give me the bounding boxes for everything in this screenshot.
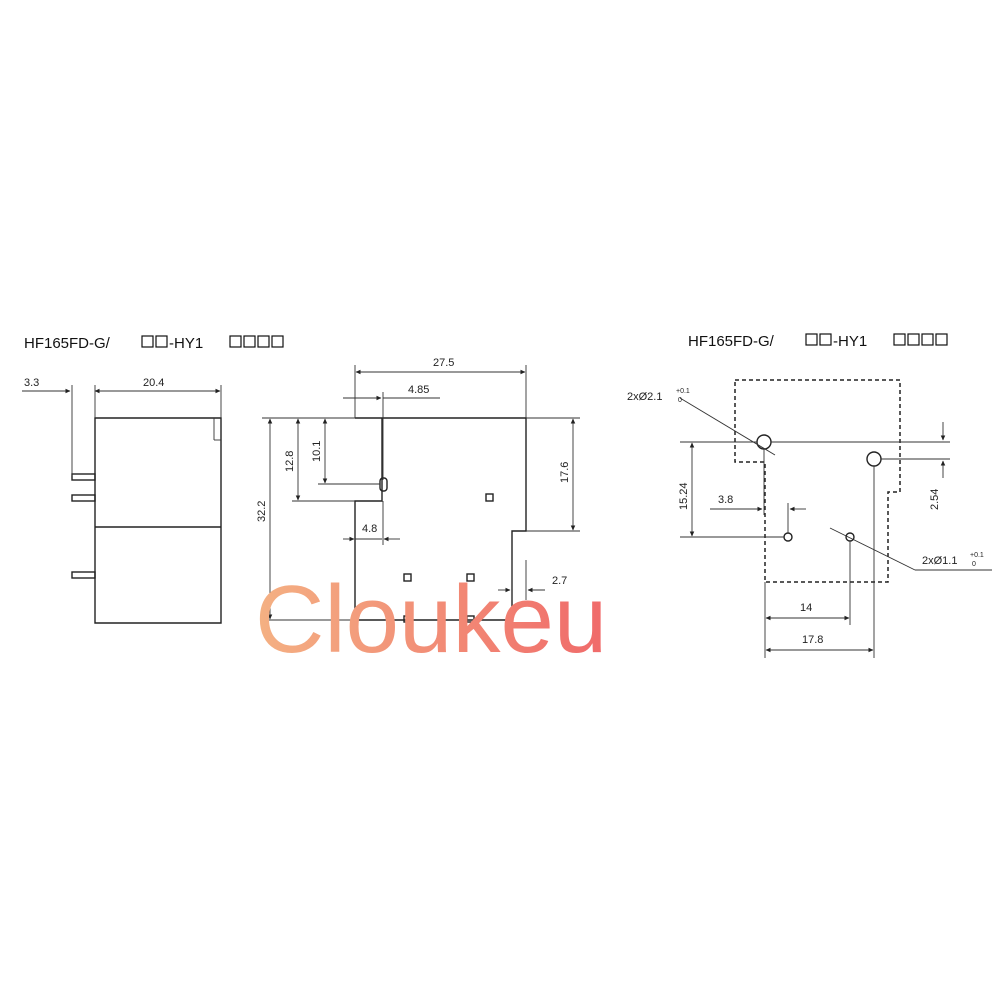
side-view: 3.3 20.4: [22, 377, 222, 624]
dim-label-notch-depth: 12.8: [284, 451, 296, 472]
placeholder-box: [893, 333, 906, 346]
tolerance-zero: 0: [972, 561, 976, 568]
relay-footprint-outline: [734, 379, 901, 583]
leader-line: [679, 397, 776, 456]
dim-label-step-width: 4.8: [362, 523, 377, 535]
right-title-prefix: HF165FD-G/: [688, 333, 775, 350]
placeholder-box: [805, 333, 818, 346]
tolerance-plus: +0.1: [970, 552, 984, 559]
tolerance-zero: 0: [678, 397, 682, 404]
placeholder-box: [229, 335, 242, 348]
watermark-text: Cloukeu: [255, 566, 607, 673]
tolerance-plus: +0.1: [676, 388, 690, 395]
relay-body-outline: [94, 417, 222, 624]
pin-slot: [379, 477, 388, 492]
placeholder-box: [819, 333, 832, 346]
pin-square: [403, 615, 412, 623]
right-title: HF165FD-G/ -HY1: [688, 333, 948, 350]
dim-label-width: 27.5: [433, 357, 454, 369]
pcb-layout-view: 2xØ2.1 +0.1 0 2xØ1.1 +0.1 0 15.24 3.8 2.…: [627, 379, 992, 658]
dim-label-height: 32.2: [256, 501, 268, 522]
side-pin: [71, 571, 96, 579]
pin-square: [466, 615, 475, 623]
placeholder-box: [935, 333, 948, 346]
left-title-mid: -HY1: [169, 335, 203, 352]
dim-label-right-step: 17.6: [559, 462, 571, 483]
pin-square: [485, 493, 494, 502]
mounting-hole-large: [756, 434, 772, 450]
placeholder-box: [257, 335, 270, 348]
left-title-prefix: HF165FD-G/: [24, 335, 111, 352]
dim-label-body-depth: 20.4: [143, 377, 164, 389]
dim-label-pin-pitch: 2.54: [929, 489, 941, 510]
dim-label-corner: 2.7: [552, 575, 567, 587]
side-pin: [71, 473, 96, 481]
dim-label-outer: 17.8: [802, 634, 823, 646]
mounting-hole-large: [866, 451, 882, 467]
placeholder-box: [907, 333, 920, 346]
placeholder-box: [141, 335, 154, 348]
label-hole-small: 2xØ1.1: [922, 555, 957, 567]
label-hole-large: 2xØ2.1: [627, 391, 662, 403]
pin-hole-small: [783, 532, 793, 542]
front-view: 27.5 4.85 32.2 12.8 10.1 17.6 4.8: [256, 357, 580, 623]
dim-label-inner: 14: [800, 602, 812, 614]
left-title: HF165FD-G/ -HY1: [24, 335, 284, 352]
dim-label-pin-height: 10.1: [311, 441, 323, 462]
pin-square: [403, 573, 412, 582]
dim-label-notch-offset: 4.85: [408, 384, 429, 396]
side-pin: [71, 494, 96, 502]
pin-square: [466, 573, 475, 582]
placeholder-box: [271, 335, 284, 348]
placeholder-box: [921, 333, 934, 346]
leader-line: [829, 527, 916, 571]
dim-label-vertical-spacing: 15.24: [678, 482, 690, 510]
front-outline: [354, 417, 527, 621]
dim-label-pin-offset: 3.8: [718, 494, 733, 506]
placeholder-box: [243, 335, 256, 348]
right-title-mid: -HY1: [833, 333, 867, 350]
dim-label-pin-length: 3.3: [24, 377, 39, 389]
placeholder-box: [155, 335, 168, 348]
